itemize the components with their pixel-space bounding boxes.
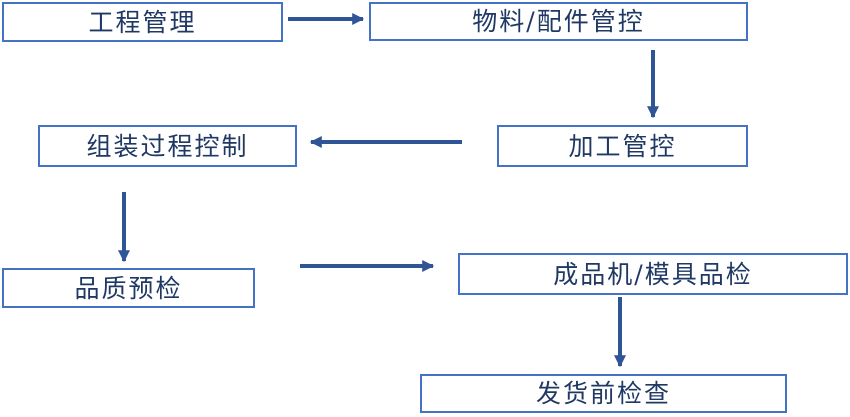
flow-node-pre-shipment-inspection: 发货前检查 [420,374,787,413]
flow-node-label: 成品机/模具品检 [553,259,753,289]
flow-node-engineering-management: 工程管理 [2,2,283,42]
flow-node-label: 工程管理 [88,7,197,37]
flow-node-quality-pre-inspection: 品质预检 [2,268,255,308]
flow-node-processing-control: 加工管控 [497,125,748,167]
flow-node-finished-machine-mold-inspection: 成品机/模具品检 [458,253,848,295]
flow-node-label: 物料/配件管控 [472,7,645,36]
flow-node-label: 品质预检 [74,273,183,303]
flow-node-material-parts-control: 物料/配件管控 [369,2,748,41]
flow-node-assembly-process-control: 组装过程控制 [38,125,297,167]
flow-node-label: 加工管控 [568,131,677,161]
flow-node-label: 发货前检查 [535,379,671,408]
flow-node-label: 组装过程控制 [86,131,249,161]
